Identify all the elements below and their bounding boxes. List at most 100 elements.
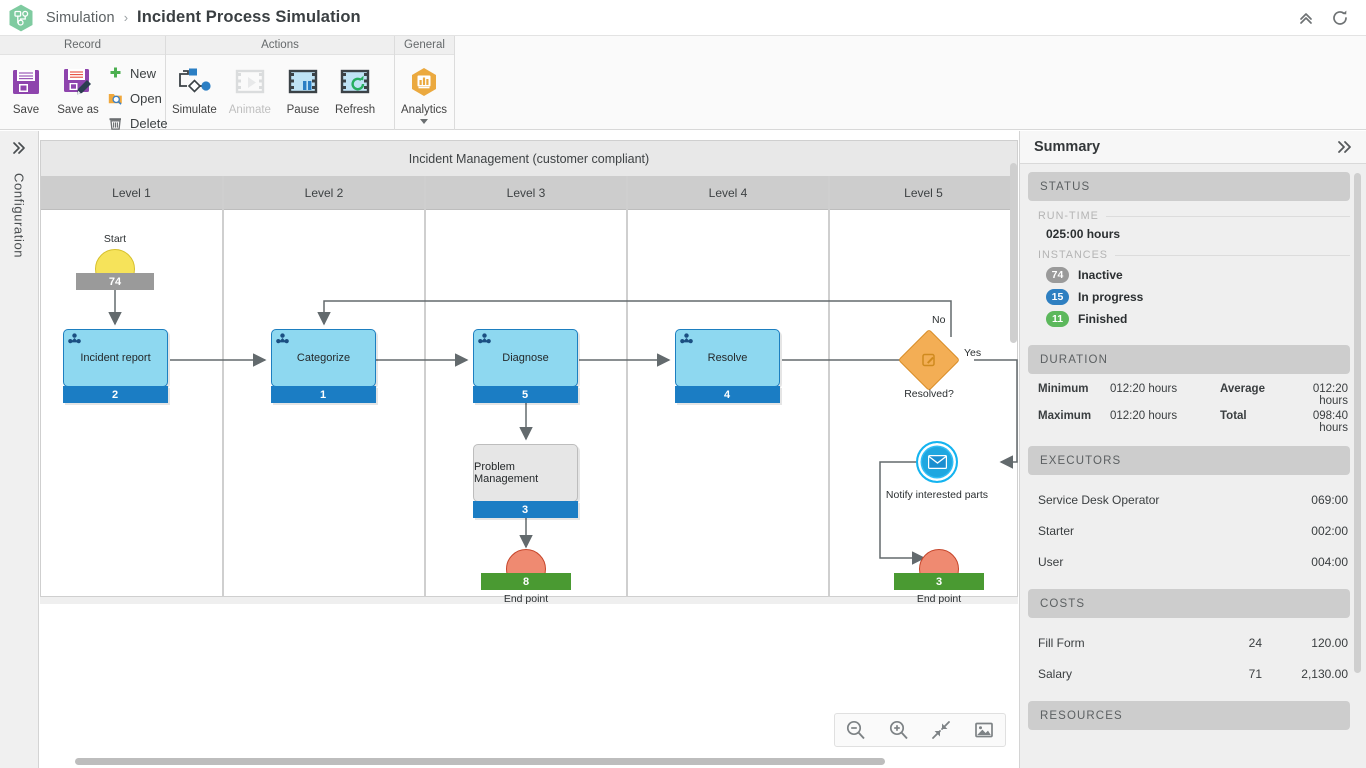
node-resolved-gateway[interactable]: Resolved? <box>897 328 961 400</box>
simulate-button[interactable]: Simulate <box>166 59 223 116</box>
node-end-point-left[interactable]: 8 End point <box>481 549 571 605</box>
new-button[interactable]: New <box>104 61 176 86</box>
gateway-shape[interactable] <box>897 328 961 392</box>
ribbon-group-title: Actions <box>166 36 394 55</box>
task-shape[interactable]: Diagnose 5 <box>472 329 578 403</box>
task-instance-count: 4 <box>674 386 780 403</box>
export-image-icon[interactable] <box>971 717 997 743</box>
status-badge: 74 <box>1046 267 1069 283</box>
status-badge: 15 <box>1046 289 1069 305</box>
node-end-point-right[interactable]: 3 End point <box>894 549 984 605</box>
zoom-out-icon[interactable] <box>843 717 869 743</box>
executor-name: User <box>1038 554 1064 569</box>
node-categorize[interactable]: Categorize 1 <box>270 329 376 403</box>
ribbon-group-record: Record Save <box>0 36 168 131</box>
executor-name: Starter <box>1038 523 1075 538</box>
open-button-label: Open <box>130 91 162 106</box>
instances-label-text: INSTANCES <box>1038 249 1108 261</box>
instance-name: Inactive <box>1078 268 1123 282</box>
task-shape[interactable]: Categorize 1 <box>270 329 376 403</box>
swimlane-header: Level 3 <box>426 176 626 210</box>
cost-row: Salary 71 2,130.00 <box>1038 658 1348 689</box>
floppy-disk-icon <box>9 62 43 102</box>
canvas-vertical-scrollbar[interactable] <box>1010 163 1017 343</box>
double-chevron-up-icon[interactable] <box>1296 8 1316 28</box>
folder-open-icon <box>108 94 122 105</box>
floppy-disk-pencil-icon <box>61 62 95 102</box>
film-play-icon <box>233 62 267 102</box>
animate-button-label: Animate <box>228 104 271 116</box>
swimlane-header: Level 1 <box>41 176 222 210</box>
node-start[interactable]: Start 74 <box>76 233 154 290</box>
double-chevron-right-icon[interactable] <box>1334 137 1354 157</box>
task-shape[interactable]: Incident report 2 <box>62 329 168 403</box>
subprocess-shape[interactable]: Problem Management 3 <box>472 444 578 518</box>
cost-name: Salary <box>1038 666 1073 681</box>
section-header-duration: DURATION <box>1028 345 1350 374</box>
instance-row-in-progress: 15 In progress <box>1046 289 1350 305</box>
double-chevron-right-icon[interactable] <box>10 139 28 157</box>
runtime-label: RUN-TIME <box>1038 210 1350 222</box>
new-button-label: New <box>130 66 157 81</box>
instance-name: In progress <box>1078 290 1144 304</box>
divider <box>1115 254 1350 256</box>
duration-total-value: 098:40 hours <box>1312 410 1348 434</box>
delete-button[interactable]: Delete <box>104 111 176 136</box>
title-bar: Simulation › Incident Process Simulation <box>0 0 1366 36</box>
envelope-icon <box>927 455 947 469</box>
pause-button-label: Pause <box>286 104 320 116</box>
plus-icon <box>110 67 121 78</box>
diagram-canvas[interactable]: Incident Management (customer compliant)… <box>39 131 1019 768</box>
duration-maximum-label: Maximum <box>1038 410 1092 422</box>
message-event-shape[interactable] <box>916 441 958 483</box>
refresh-icon[interactable] <box>1330 8 1350 28</box>
task-shape[interactable]: Resolve 4 <box>674 329 780 403</box>
executor-name: Service Desk Operator <box>1038 492 1160 507</box>
section-header-resources: RESOURCES <box>1028 701 1350 730</box>
node-problem-management[interactable]: Problem Management 3 <box>472 444 578 518</box>
open-button[interactable]: Open <box>104 86 176 111</box>
film-pause-icon <box>286 62 320 102</box>
swimlane-header: Level 4 <box>628 176 828 210</box>
instance-row-finished: 11 Finished <box>1046 311 1350 327</box>
analytics-button[interactable]: Analytics <box>395 59 453 124</box>
executor-row: Service Desk Operator 069:00 <box>1038 484 1348 515</box>
summary-title: Summary <box>1034 139 1101 155</box>
duration-grid: Minimum 012:20 hours Average 012:20 hour… <box>1038 383 1350 434</box>
executor-value: 002:00 <box>1311 523 1348 538</box>
runtime-label-text: RUN-TIME <box>1038 210 1099 222</box>
task-edit-icon <box>922 353 935 367</box>
pool-title: Incident Management (customer compliant) <box>40 140 1018 176</box>
node-diagnose[interactable]: Diagnose 5 <box>472 329 578 403</box>
task-instance-count: 5 <box>472 386 578 403</box>
pool-bottom-border <box>40 596 1018 597</box>
summary-panel: Summary STATUS RUN-TIME 025:00 hours INS… <box>1019 131 1366 768</box>
summary-panel-body[interactable]: STATUS RUN-TIME 025:00 hours INSTANCES 7… <box>1020 164 1366 768</box>
duration-total-label: Total <box>1220 410 1247 422</box>
configuration-rail-label: Configuration <box>11 173 27 259</box>
canvas-horizontal-scrollbar-thumb[interactable] <box>75 758 885 765</box>
duration-minimum-value: 012:20 hours <box>1110 383 1178 395</box>
save-as-button[interactable]: Save as <box>52 59 104 116</box>
task-label: Categorize <box>296 352 351 364</box>
simulate-button-label: Simulate <box>172 104 217 116</box>
configuration-rail[interactable]: Configuration <box>0 131 39 768</box>
save-button[interactable]: Save <box>0 59 52 116</box>
summary-vertical-scrollbar[interactable] <box>1354 173 1361 673</box>
subprocess-instance-count: 3 <box>472 501 578 518</box>
duration-minimum-label: Minimum <box>1038 383 1089 395</box>
chevron-down-icon[interactable] <box>420 119 429 124</box>
zoom-in-icon[interactable] <box>886 717 912 743</box>
section-header-status: STATUS <box>1028 172 1350 201</box>
node-notify[interactable]: Notify interested parts <box>886 441 988 501</box>
trash-icon <box>109 118 121 130</box>
node-incident-report[interactable]: Incident report 2 <box>62 329 168 403</box>
pause-button[interactable]: Pause <box>277 59 329 116</box>
user-group-icon <box>478 333 491 344</box>
user-group-icon <box>276 333 289 344</box>
breadcrumb-root[interactable]: Simulation <box>46 9 115 26</box>
fit-to-screen-icon[interactable] <box>928 717 954 743</box>
node-resolve[interactable]: Resolve 4 <box>674 329 780 403</box>
instance-row-inactive: 74 Inactive <box>1046 267 1350 283</box>
refresh-sim-button[interactable]: Refresh <box>329 59 381 116</box>
